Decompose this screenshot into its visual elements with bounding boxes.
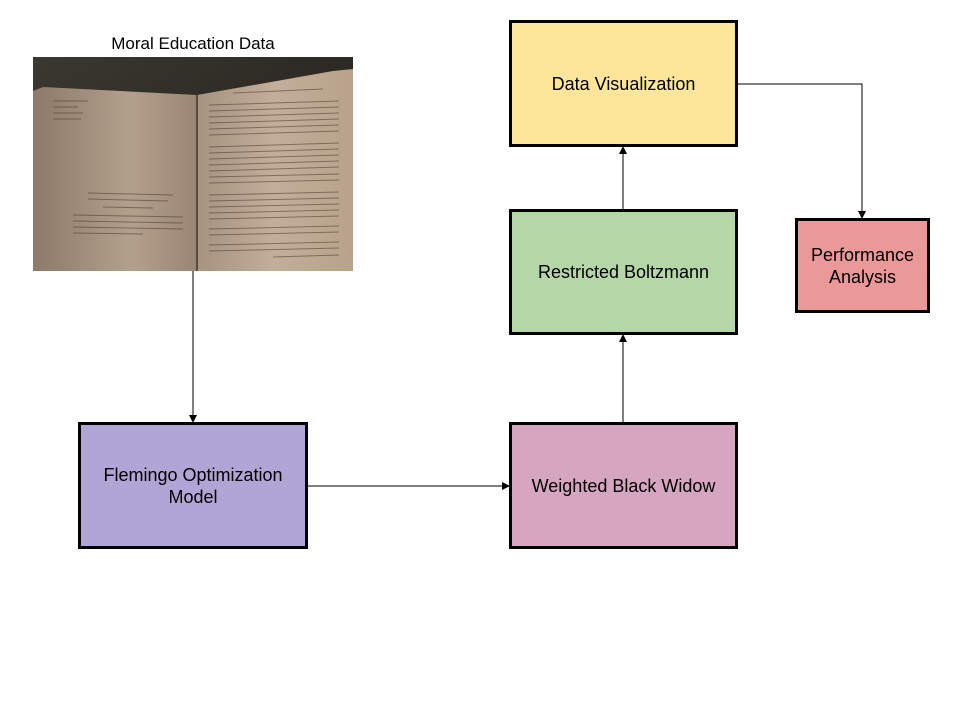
node-label: Weighted Black Widow (531, 475, 716, 496)
data-visualization-node: Data Visualization (509, 20, 738, 147)
flemingo-optimization-model-node: Flemingo Optimization Model (78, 422, 308, 549)
node-label: Performance Analysis (810, 244, 915, 287)
book-photo (33, 57, 353, 271)
source-title: Moral Education Data (111, 34, 275, 53)
edge-dataviz-to-perf (738, 83, 866, 219)
weighted-black-widow-node: Weighted Black Widow (509, 422, 738, 549)
performance-analysis-node: Performance Analysis (795, 218, 930, 313)
node-label: Data Visualization (551, 73, 696, 94)
restricted-boltzmann-node: Restricted Boltzmann (509, 209, 738, 335)
node-label: Flemingo Optimization Model (103, 464, 283, 507)
node-label: Restricted Boltzmann (537, 262, 710, 282)
